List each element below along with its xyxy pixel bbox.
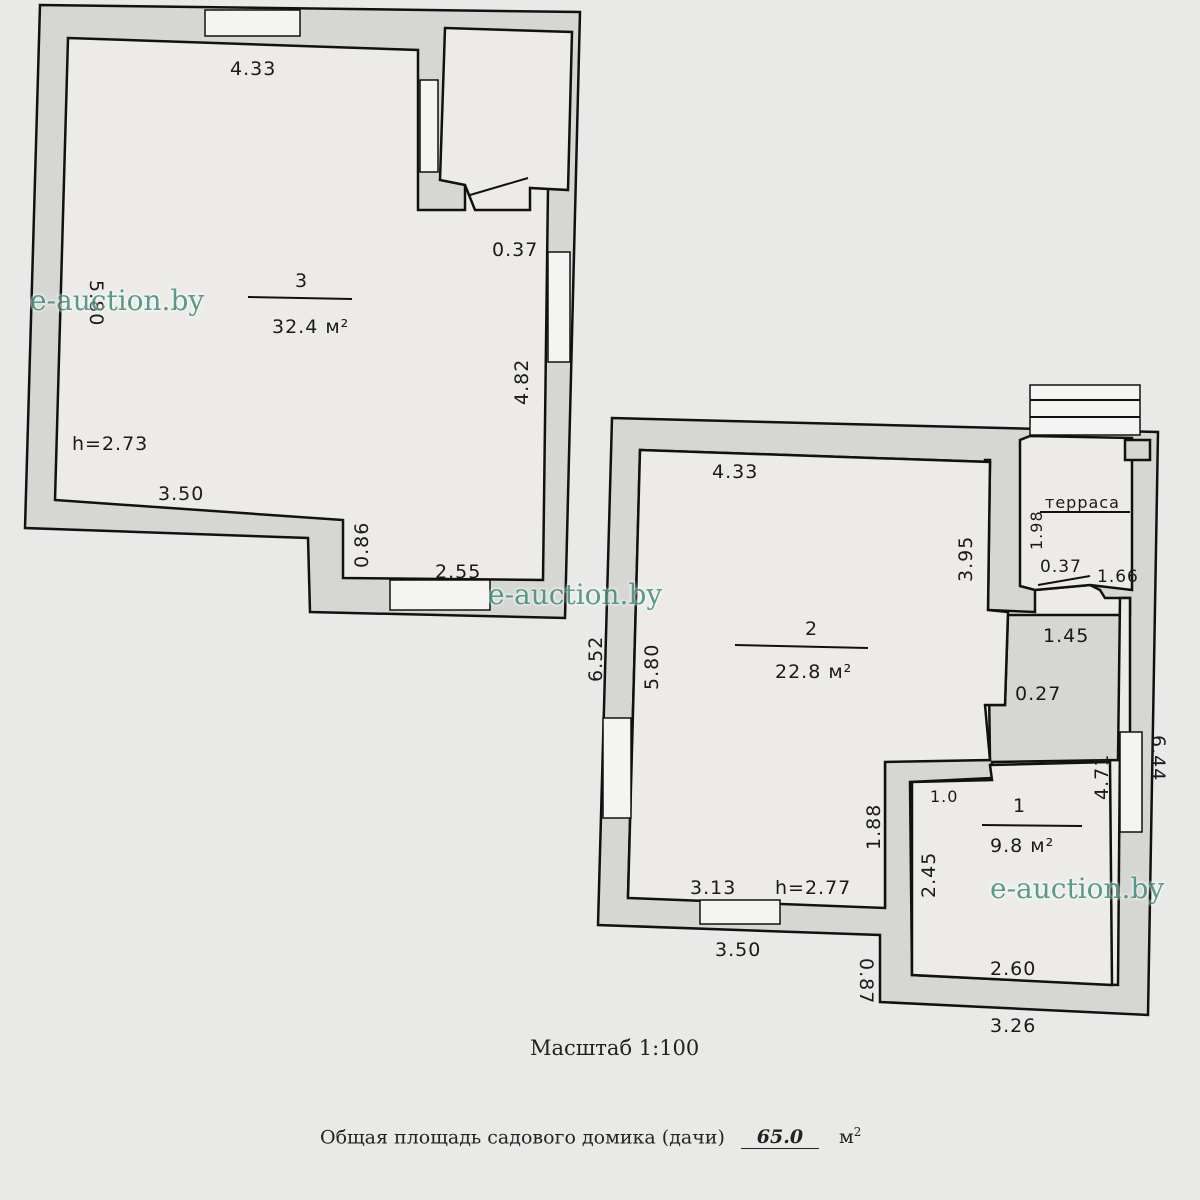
- terrace-label: терраса: [1045, 493, 1120, 512]
- dim-r3-right: 4.82: [511, 359, 533, 405]
- room-3-window-right: [547, 251, 571, 363]
- room-3-window-left: [419, 79, 439, 173]
- dim-r3-step: 0.86: [351, 522, 373, 568]
- total-area-value: 65.0: [740, 1126, 819, 1150]
- dim-r1-bottom: 2.60: [990, 958, 1036, 980]
- room-1-number: 1: [1013, 795, 1026, 817]
- room-2-fraction-line: [734, 644, 869, 649]
- room-3-window-bottom: [389, 579, 491, 611]
- dim-r3-bottom: 3.50: [158, 483, 204, 505]
- room-2-area: 22.8 м²: [775, 661, 852, 683]
- room-2-main: [626, 448, 1010, 910]
- room-2-number: 2: [805, 618, 818, 640]
- watermark: e-auction.by: [990, 872, 1165, 905]
- dim-r2-right: 3.95: [955, 536, 977, 582]
- dim-terrace-width: 0.37: [1040, 557, 1082, 577]
- terrace-pillar: [1123, 438, 1152, 462]
- dim-r2-outer: 6.52: [585, 636, 607, 682]
- dim-r1-outer-bottom: 3.26: [990, 1015, 1036, 1037]
- dim-r1-step: 1.88: [863, 804, 885, 850]
- dim-r1-outer: 6.44: [1147, 735, 1169, 781]
- dim-r2-bottom-inner: 3.13: [690, 877, 736, 899]
- room-3-window-top: [204, 9, 301, 37]
- dim-r3-left: 5.80: [85, 280, 107, 326]
- room-2-height: h=2.77: [775, 877, 851, 899]
- watermark: e-auction.by: [488, 578, 663, 611]
- room-3-fraction-line: [247, 296, 353, 300]
- room-3-number: 3: [295, 270, 308, 292]
- room-2-window-bottom: [699, 899, 781, 925]
- labels: 4.33 5.80 4.82 3.50 0.86 2.55 0.37 3 32.…: [72, 58, 1169, 1037]
- room-3-closet: [438, 26, 574, 212]
- room-1-window-right: [1119, 731, 1143, 833]
- scale-label: Масштаб 1:100: [530, 1036, 700, 1060]
- dim-hall-width: 1.45: [1043, 625, 1089, 647]
- dim-r3-step-width: 2.55: [435, 561, 481, 583]
- dim-r2-top: 4.33: [712, 461, 758, 483]
- total-area-unit-sup: 2: [853, 1125, 862, 1139]
- room-3-area: 32.4 м²: [272, 316, 349, 338]
- dim-r2-bottom-outer: 3.50: [715, 939, 761, 961]
- terrace-door-line: [1037, 575, 1091, 586]
- total-area-caption: Общая площадь садового домика (дачи) 65.…: [320, 1125, 862, 1150]
- terrace-steps: [1029, 384, 1141, 436]
- room-3-door-line: [469, 177, 529, 196]
- dim-r3-door: 0.37: [492, 239, 538, 261]
- room-1-fraction-line: [981, 824, 1083, 827]
- dim-hall-wall: 0.27: [1015, 683, 1061, 705]
- room-3-block: [23, 3, 582, 620]
- total-area-label: Общая площадь садового домика (дачи): [320, 1126, 725, 1149]
- room-1-main: [910, 760, 1114, 987]
- dim-r1-left: 2.45: [918, 852, 940, 898]
- dim-r1-right: 4.71: [1091, 754, 1113, 800]
- dim-r1-top: 1.0: [930, 787, 958, 806]
- dim-r2-left: 5.80: [641, 644, 663, 690]
- dim-r3-top: 4.33: [230, 58, 276, 80]
- room-2-1-block: [596, 384, 1160, 1017]
- watermark: e-auction.by: [30, 284, 205, 317]
- dim-terrace-height: 1.98: [1027, 510, 1046, 550]
- dim-r1-foot: 0.87: [855, 958, 877, 1004]
- total-area-unit: м: [838, 1126, 854, 1149]
- room-1-area: 9.8 м²: [990, 835, 1054, 857]
- room-3-height: h=2.73: [72, 433, 148, 455]
- room-2-window-left: [602, 717, 632, 819]
- dim-terrace-gap: 1.66: [1097, 567, 1139, 587]
